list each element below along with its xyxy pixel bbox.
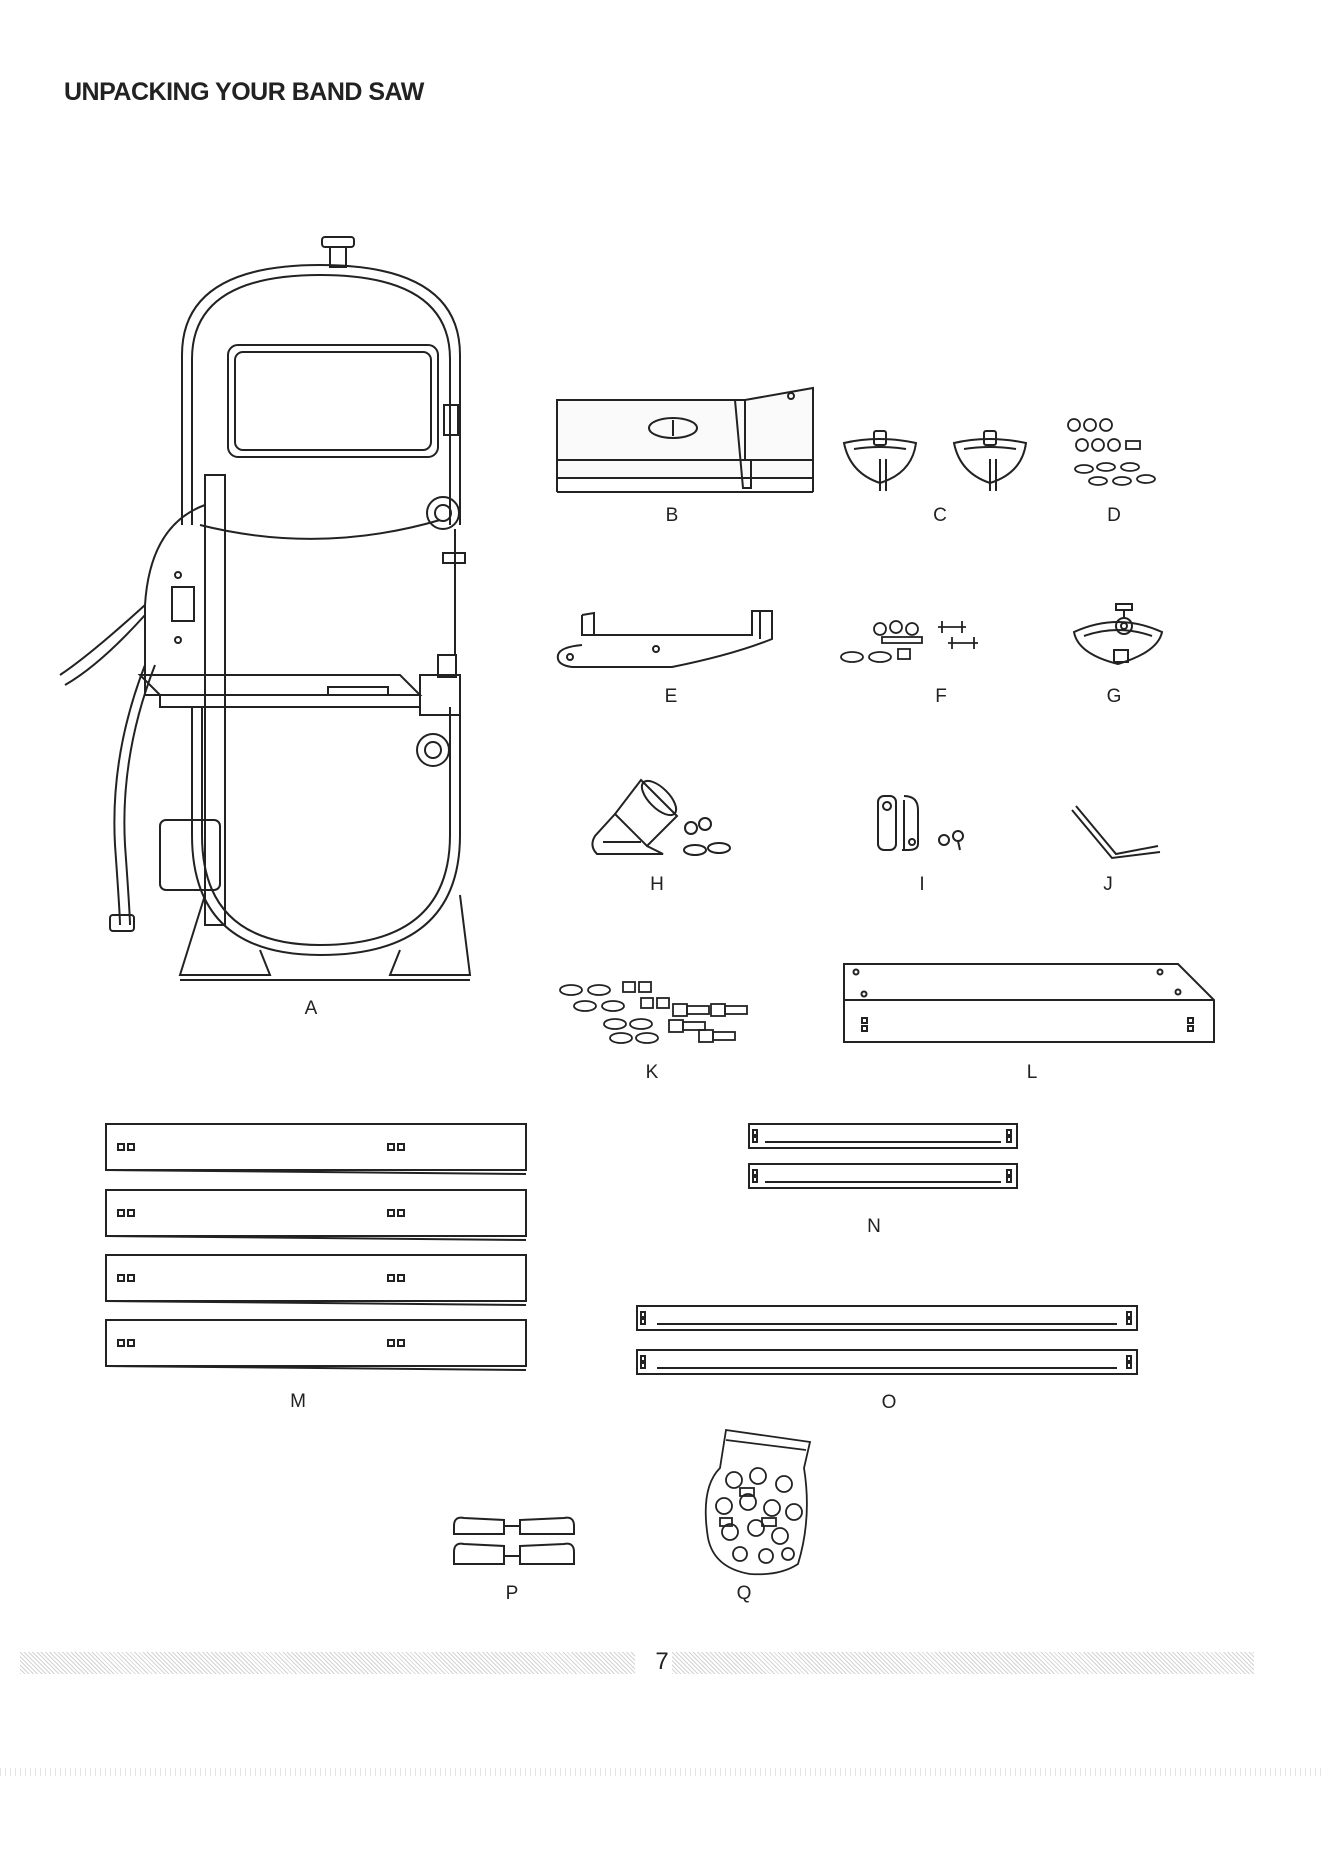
label-g: G bbox=[1094, 686, 1134, 708]
label-c: C bbox=[920, 505, 960, 527]
label-n: N bbox=[854, 1216, 894, 1238]
part-d-hardware bbox=[1060, 415, 1170, 495]
dust-port-illustration bbox=[585, 772, 755, 862]
part-k-hardware bbox=[555, 980, 755, 1044]
part-m-legs bbox=[102, 1120, 532, 1380]
part-l-panel bbox=[838, 962, 1218, 1044]
label-e: E bbox=[651, 686, 691, 708]
part-h-dust-port bbox=[585, 772, 755, 862]
part-i-clamps bbox=[872, 792, 987, 856]
label-a: A bbox=[291, 998, 331, 1020]
band-saw-illustration bbox=[60, 235, 490, 1000]
label-p: P bbox=[492, 1583, 532, 1605]
label-j: J bbox=[1088, 874, 1128, 896]
part-g-miter-gauge bbox=[1068, 602, 1168, 672]
bracket-illustration bbox=[552, 605, 788, 675]
legs-m-illustration bbox=[102, 1120, 532, 1380]
blade-guides-illustration bbox=[840, 425, 1040, 495]
part-f-hardware bbox=[838, 615, 1003, 667]
stretchers-n-illustration bbox=[745, 1120, 1025, 1198]
footer-band-right bbox=[672, 1652, 1254, 1674]
part-j-hex-wrench bbox=[1068, 800, 1168, 860]
part-a-band-saw bbox=[60, 235, 490, 1000]
hardware-f-illustration bbox=[838, 615, 1003, 667]
panel-l-illustration bbox=[838, 962, 1218, 1044]
page-title: UNPACKING YOUR BAND SAW bbox=[64, 78, 424, 107]
part-q-hardware-bag bbox=[700, 1428, 815, 1578]
footer-band-left bbox=[20, 1652, 635, 1674]
label-m: M bbox=[278, 1391, 318, 1413]
label-b: B bbox=[652, 505, 692, 527]
part-b-table bbox=[555, 388, 815, 494]
label-l: L bbox=[1012, 1062, 1052, 1084]
label-i: I bbox=[902, 874, 942, 896]
hardware-bag-illustration bbox=[700, 1428, 815, 1578]
part-c-blade-guides bbox=[840, 425, 1040, 495]
hardware-d-illustration bbox=[1060, 415, 1170, 495]
scan-noise bbox=[0, 1768, 1323, 1776]
part-o-long-stretchers bbox=[633, 1302, 1143, 1380]
part-e-bracket bbox=[552, 605, 788, 675]
part-p-feet bbox=[450, 1512, 580, 1578]
label-h: H bbox=[637, 874, 677, 896]
part-n-short-stretchers bbox=[745, 1120, 1025, 1198]
clamps-illustration bbox=[872, 792, 987, 856]
label-q: Q bbox=[724, 1583, 764, 1605]
hardware-k-illustration bbox=[555, 980, 755, 1044]
stretchers-o-illustration bbox=[633, 1302, 1143, 1380]
label-d: D bbox=[1094, 505, 1134, 527]
label-k: K bbox=[632, 1062, 672, 1084]
hex-wrench-illustration bbox=[1068, 800, 1168, 860]
label-f: F bbox=[921, 686, 961, 708]
miter-gauge-illustration bbox=[1068, 602, 1168, 672]
saw-table-illustration bbox=[555, 388, 815, 494]
feet-p-illustration bbox=[450, 1512, 580, 1578]
label-o: O bbox=[869, 1392, 909, 1414]
